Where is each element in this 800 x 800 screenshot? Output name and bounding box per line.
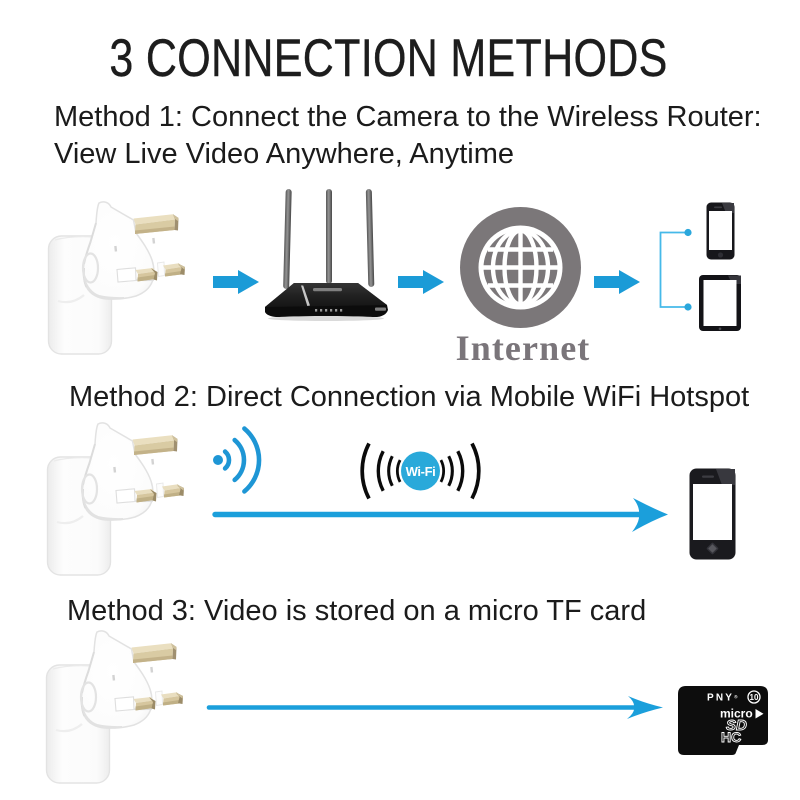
svg-text:HC: HC bbox=[721, 729, 741, 745]
svg-text:PNY®: PNY® bbox=[707, 693, 738, 704]
svg-text:10: 10 bbox=[750, 693, 759, 702]
svg-text:Wi-Fi: Wi-Fi bbox=[406, 464, 436, 479]
svg-text:SD: SD bbox=[726, 717, 747, 734]
svg-text:micro: micro bbox=[720, 707, 753, 721]
